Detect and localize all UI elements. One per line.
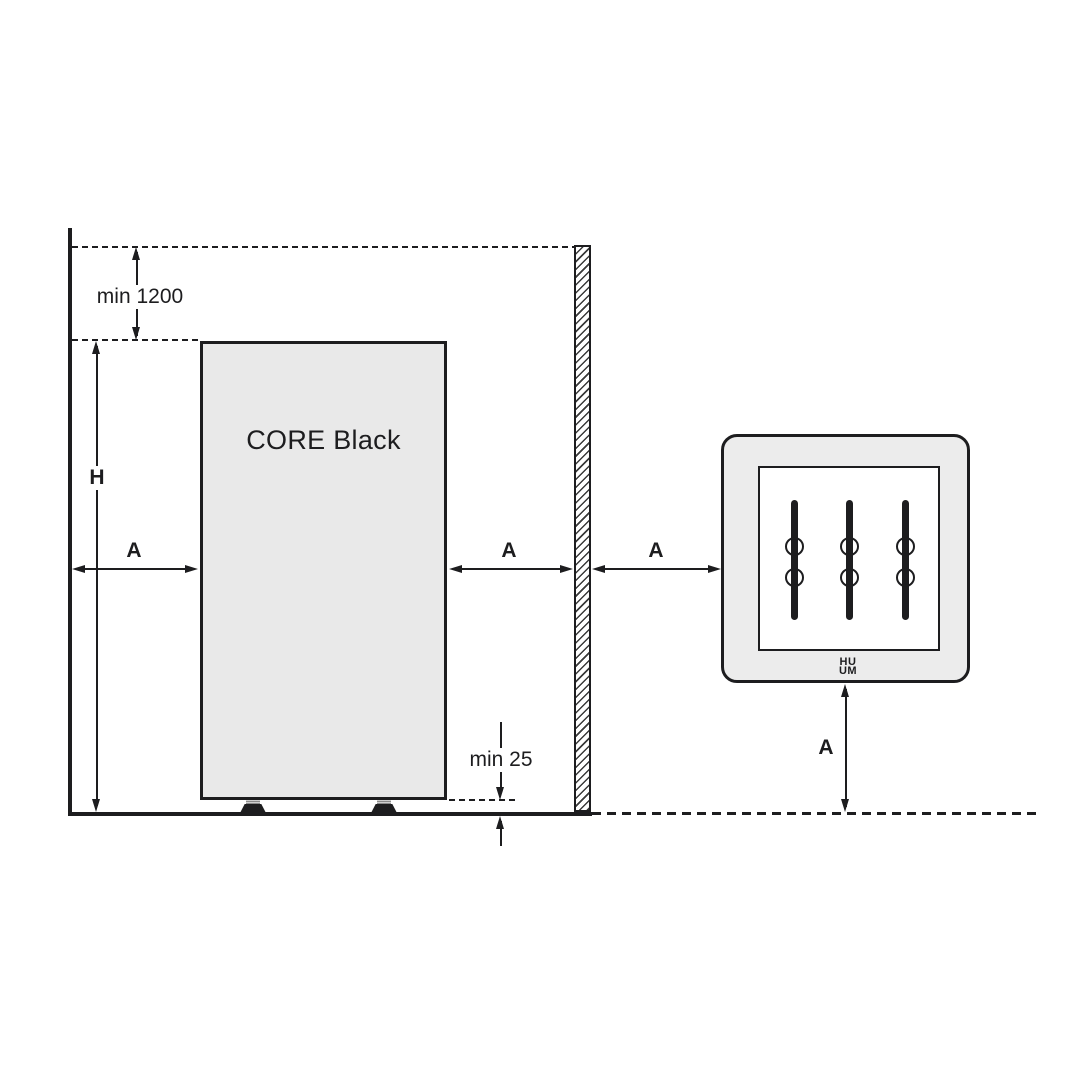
- heating-element-bar: [901, 500, 909, 620]
- wall-cross-section: [574, 245, 591, 812]
- foot-base: [371, 804, 397, 813]
- heater-bottom-dashed-line: [449, 799, 516, 801]
- heater-top-view: HU UM: [721, 434, 970, 683]
- element-ring-icon: [839, 567, 859, 587]
- dim-line: [455, 568, 567, 570]
- arrowhead-left-icon: [449, 564, 462, 573]
- foot-base: [240, 804, 266, 813]
- arrowhead-right-icon: [708, 564, 721, 573]
- dim-label-a-right: A: [497, 539, 521, 563]
- dim-label-min-25: min 25: [465, 748, 537, 772]
- floor-line: [68, 812, 592, 816]
- arrowhead-left-icon: [592, 564, 605, 573]
- element-ring-icon: [839, 536, 859, 556]
- element-ring-icon: [895, 567, 915, 587]
- dim-label-a-wall: A: [644, 539, 668, 563]
- arrowhead-right-icon: [185, 564, 198, 573]
- heater-top-dashed-line: [72, 339, 199, 341]
- arrowhead-down-icon: [496, 787, 504, 800]
- heater-foot-left: [240, 800, 266, 813]
- dim-line: [844, 689, 847, 807]
- arrowhead-left-icon: [72, 564, 85, 573]
- dim-label-a-panel: A: [814, 736, 838, 760]
- arrowhead-up-icon: [496, 816, 504, 829]
- arrowhead-down-icon: [92, 799, 100, 812]
- arrowhead-down-icon: [841, 799, 849, 812]
- heating-element-bar: [845, 500, 853, 620]
- floor-dashed-extension-line: [592, 812, 1040, 815]
- huum-logo-line1: HU: [839, 656, 857, 668]
- huum-logo-line2: UM: [838, 665, 858, 677]
- dim-line: [95, 346, 98, 806]
- dim-line: [78, 568, 192, 570]
- dim-label-min-1200: min 1200: [92, 285, 188, 309]
- element-ring-icon: [784, 536, 804, 556]
- dim-label-a-left: A: [122, 539, 146, 563]
- heating-element-bar: [790, 500, 798, 620]
- arrowhead-up-icon: [841, 684, 849, 697]
- heater-product-label: CORE Black: [246, 425, 401, 455]
- arrowhead-down-icon: [132, 327, 140, 340]
- heater-foot-right: [371, 800, 397, 813]
- left-wall-line: [68, 228, 72, 816]
- element-ring-icon: [784, 567, 804, 587]
- arrowhead-up-icon: [92, 341, 100, 354]
- foot-stem: [246, 800, 260, 804]
- heater-front-view: CORE Black: [200, 341, 447, 800]
- foot-stem: [377, 800, 391, 804]
- element-ring-icon: [895, 536, 915, 556]
- dim-line-below-floor: [499, 821, 502, 846]
- huum-logo: HU UM: [838, 656, 858, 677]
- arrowhead-right-icon: [560, 564, 573, 573]
- ceiling-dashed-line: [72, 246, 574, 248]
- arrowhead-up-icon: [132, 247, 140, 260]
- dim-line: [598, 568, 715, 570]
- dim-label-h: H: [85, 466, 109, 490]
